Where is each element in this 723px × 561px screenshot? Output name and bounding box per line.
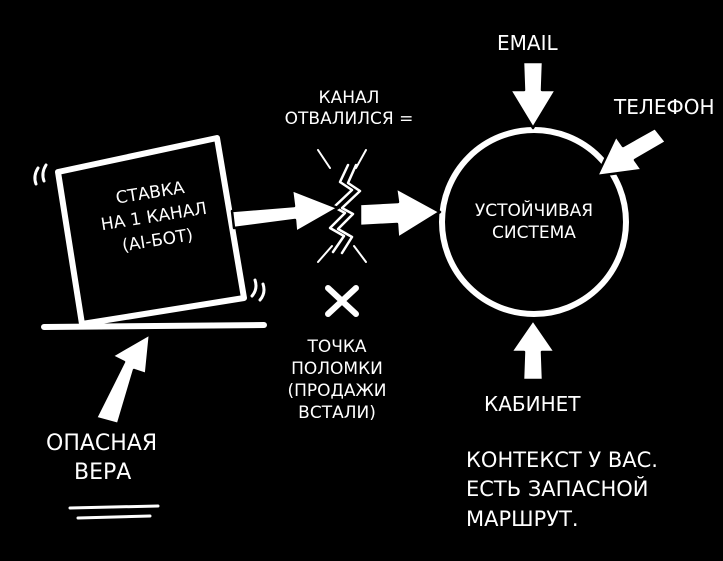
phone-arrow — [597, 128, 666, 176]
danger-label-line-1: ОПАСНАЯ — [46, 430, 157, 459]
break-label-line-2: ОТВАЛИЛСЯ = — [264, 109, 434, 130]
conclusion-text: КОНТЕКСТ У ВАС. ЕСТЬ ЗАПАСНОЙ МАРШРУТ. — [466, 446, 658, 534]
conclusion-line-3: МАРШРУТ. — [466, 505, 658, 534]
failure-label-line-3: (ПРОДАЖИ — [262, 380, 412, 402]
email-label: EMAIL — [497, 32, 558, 56]
conclusion-line-2: ЕСТЬ ЗАПАСНОЙ — [466, 475, 658, 504]
phone-label: ТЕЛЕФОН — [614, 96, 715, 120]
danger-label: ОПАСНАЯ ВЕРА — [46, 430, 157, 487]
system-label-line-1: УСТОЙЧИВАЯ — [444, 200, 624, 222]
system-label: УСТОЙЧИВАЯ СИСТЕМА — [444, 200, 624, 244]
shake-marks-left — [35, 165, 46, 184]
box-ledge — [44, 325, 264, 327]
system-label-line-2: СИСТЕМА — [444, 222, 624, 244]
danger-underline — [70, 506, 158, 518]
cabinet-label: КАБИНЕТ — [484, 393, 580, 417]
danger-label-line-2: ВЕРА — [46, 459, 157, 488]
cabinet-arrow — [511, 320, 555, 380]
conclusion-line-1: КОНТЕКСТ У ВАС. — [466, 446, 658, 475]
failure-label: ТОЧКА ПОЛОМКИ (ПРОДАЖИ ВСТАЛИ) — [262, 336, 412, 424]
danger-arrow — [96, 334, 150, 424]
channel-arrow-to-system — [360, 188, 440, 238]
break-label: КАНАЛ ОТВАЛИЛСЯ = — [264, 88, 434, 131]
failure-cross-icon — [328, 288, 356, 314]
failure-label-line-4: ВСТАЛИ) — [262, 402, 412, 424]
failure-label-line-1: ТОЧКА — [262, 336, 412, 358]
shake-marks-right — [252, 280, 264, 300]
email-arrow — [510, 62, 556, 128]
break-label-line-1: КАНАЛ — [264, 88, 434, 109]
failure-label-line-2: ПОЛОМКИ — [262, 358, 412, 380]
channel-arrow-to-break — [232, 190, 338, 232]
